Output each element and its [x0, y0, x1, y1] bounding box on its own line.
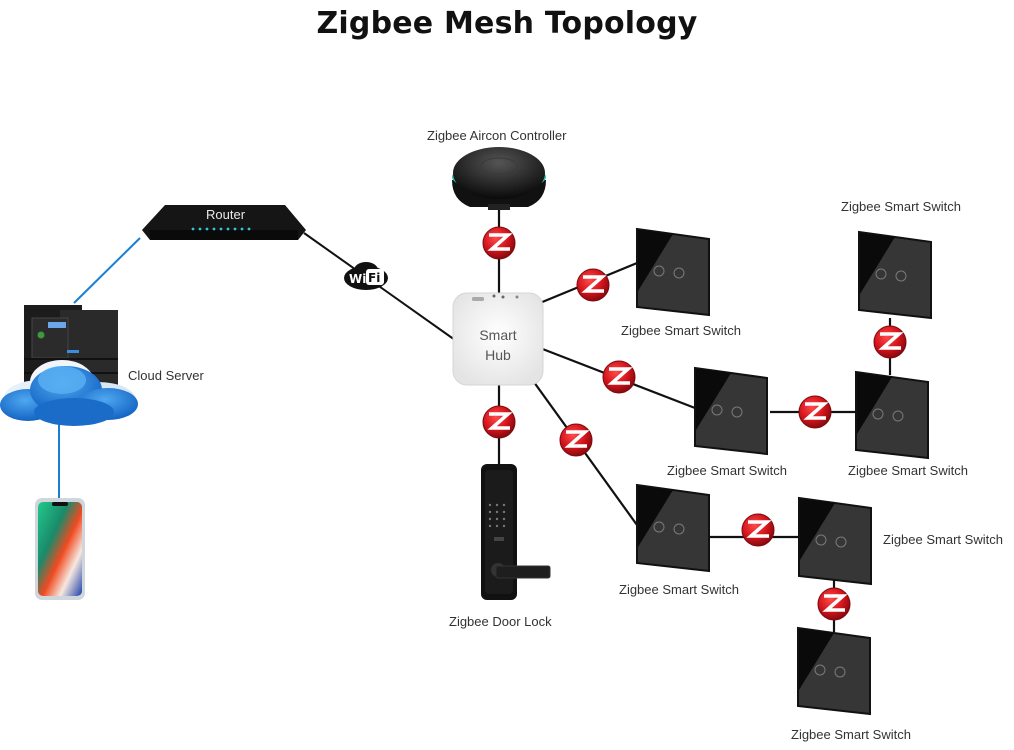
switches [636, 227, 932, 716]
zigbee-badge-icon [602, 360, 636, 394]
switch-gloss [638, 486, 673, 547]
switch-touch-button-1[interactable] [653, 521, 665, 533]
wifi-links [58, 232, 456, 500]
door-lock-label: Zigbee Door Lock [449, 614, 552, 629]
aircon-controller-icon [452, 147, 546, 210]
switch-gloss [860, 233, 895, 294]
switch-touch-button-2[interactable] [673, 523, 685, 535]
switch-gloss [800, 499, 835, 560]
cloud-server-node[interactable] [0, 305, 138, 426]
door-lock-icon [481, 464, 551, 600]
door-lock-node[interactable] [481, 464, 551, 600]
zigbee-badge-icon [817, 587, 851, 621]
svg-text:Fi: Fi [368, 271, 380, 285]
switch-touch-button-2[interactable] [834, 666, 846, 678]
smart-hub-icon [452, 292, 544, 386]
smart-hub-label-line2: Hub [485, 347, 511, 363]
cloud-server-label: Cloud Server [128, 368, 204, 383]
switch-label-s2: Zigbee Smart Switch [667, 463, 787, 478]
switch-node-s2[interactable] [694, 366, 768, 456]
switch-node-s1[interactable] [636, 227, 710, 317]
aircon-controller-node[interactable] [452, 147, 546, 210]
aircon-controller-label: Zigbee Aircon Controller [427, 128, 567, 143]
page-title: Zigbee Mesh Topology [316, 6, 698, 41]
switch-label-s4: Zigbee Smart Switch [848, 463, 968, 478]
switch-touch-button-2[interactable] [895, 270, 907, 282]
switch-label-s5: Zigbee Smart Switch [841, 199, 961, 214]
switch-touch-button-2[interactable] [731, 406, 743, 418]
switch-label-s3: Zigbee Smart Switch [619, 582, 739, 597]
switch-touch-button-1[interactable] [653, 265, 665, 277]
router-leds [191, 227, 251, 231]
switch-gloss [638, 230, 673, 291]
smart-hub-label: Smart Hub [453, 325, 543, 365]
zigbee-badge-icon [482, 226, 516, 260]
zigbee-badge-icon [798, 395, 832, 429]
switch-touch-button-1[interactable] [875, 268, 887, 280]
link-cloud-router [73, 237, 141, 304]
switch-node-s7[interactable] [797, 626, 871, 716]
cloud-server-icon [0, 305, 138, 426]
zigbee-badge-icon [741, 513, 775, 547]
smartphone-node[interactable] [35, 498, 85, 600]
switch-touch-button-2[interactable] [835, 536, 847, 548]
wifi-badge-icon: Wi Fi [344, 262, 388, 290]
switch-touch-button-2[interactable] [892, 410, 904, 422]
switch-node-s3[interactable] [636, 483, 710, 573]
switch-node-s6[interactable] [798, 496, 872, 586]
switch-touch-button-1[interactable] [814, 664, 826, 676]
switch-touch-button-2[interactable] [673, 267, 685, 279]
switch-label-s6: Zigbee Smart Switch [883, 532, 1003, 547]
switch-touch-button-1[interactable] [711, 404, 723, 416]
router-label: Router [206, 207, 246, 222]
zigbee-badge-icon [482, 405, 516, 439]
svg-text:Wi: Wi [349, 272, 366, 286]
switch-gloss [799, 629, 834, 690]
switch-label-s1: Zigbee Smart Switch [621, 323, 741, 338]
switch-node-s4[interactable] [855, 370, 929, 460]
zigbee-badges [482, 226, 907, 621]
switch-gloss [696, 369, 731, 430]
wifi-badge: Wi Fi [344, 262, 388, 290]
zigbee-badge-icon [576, 268, 610, 302]
smart-hub-node[interactable] [452, 292, 544, 386]
zigbee-badge-icon [559, 423, 593, 457]
switch-label-s7: Zigbee Smart Switch [791, 727, 911, 742]
smart-hub-label-line1: Smart [479, 327, 517, 343]
switch-touch-button-1[interactable] [872, 408, 884, 420]
switch-node-s5[interactable] [858, 230, 932, 320]
switch-touch-button-1[interactable] [815, 534, 827, 546]
switch-gloss [857, 373, 892, 434]
router-node[interactable] [142, 205, 306, 240]
zigbee-badge-icon [873, 325, 907, 359]
